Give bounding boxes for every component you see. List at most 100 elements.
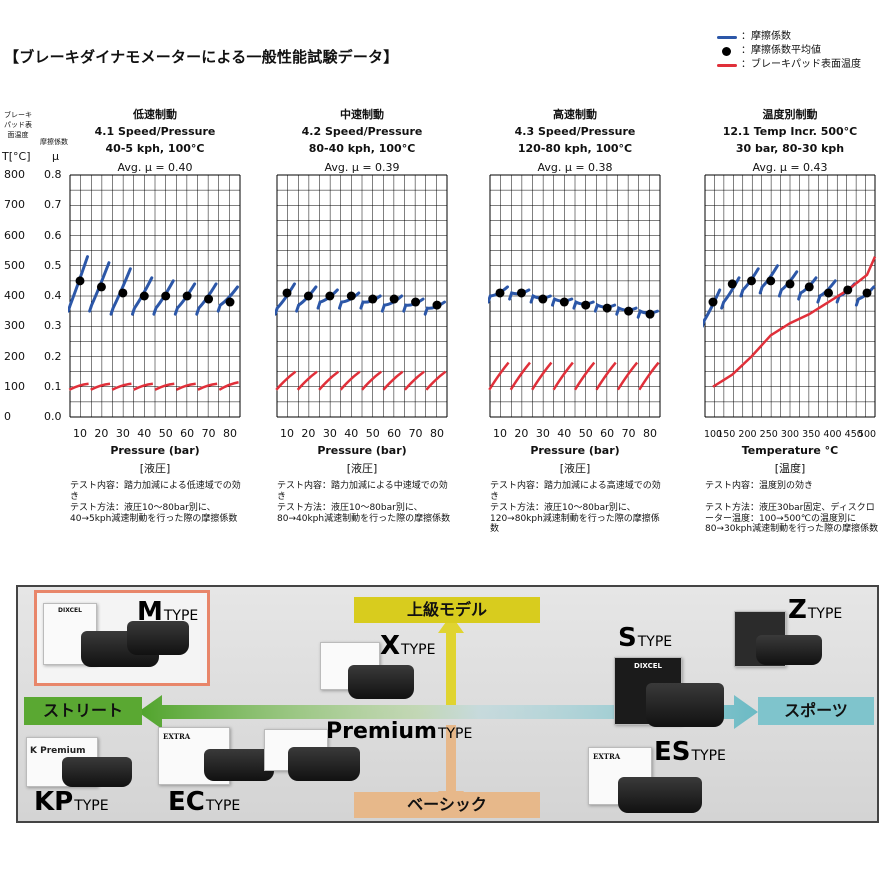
ztype-name[interactable]: ZTYPE [788, 595, 842, 625]
legend-label-mu: ：摩擦係数 [741, 31, 791, 42]
chart-subtitle-2: 120-80 kph, 100°C [517, 142, 633, 155]
temp-tick-label: 0 [4, 410, 11, 423]
temperature-segment [616, 361, 639, 391]
avg-mu-dot [182, 291, 192, 301]
avg-mu-dot [432, 300, 442, 310]
mtype-box: DIXCEL [43, 603, 97, 665]
legend-line-blue [717, 35, 737, 39]
chart-note-content: テスト内容：踏力加減による低速域での効き [70, 481, 241, 502]
premium-pad [288, 747, 360, 781]
avg-mu-dot [282, 288, 292, 298]
temp-axis-unit: T[°C] [2, 150, 31, 163]
xtype-name[interactable]: XTYPE [380, 631, 435, 661]
temperature-line [712, 256, 877, 388]
avg-mu-dot [161, 291, 171, 301]
premium-small: TYPE [437, 726, 473, 742]
page-title: 【ブレーキダイナモメーターによる一般性能試験データ】 [4, 48, 399, 66]
estype-big: ES [654, 737, 691, 767]
xtype-small: TYPE [401, 642, 436, 658]
mtype-box-logo: DIXCEL [58, 607, 82, 614]
avg-mu-dot [559, 297, 569, 307]
mu-tick-label: 0.2 [44, 349, 62, 363]
x-tick-label: 450 [845, 429, 863, 440]
chart-note-content: テスト内容：踏力加減による高速域での効き [490, 481, 661, 502]
chart-avg-label: Avg. μ = 0.40 [117, 161, 193, 174]
kptype-name[interactable]: KPTYPE [34, 787, 109, 817]
avg-mu-dot [538, 294, 548, 304]
temp-tick-label: 600 [4, 228, 25, 242]
xtype-big: X [380, 631, 401, 661]
estype-name[interactable]: ESTYPE [654, 737, 726, 767]
chart-subtitle: 4.1 Speed/Pressure [94, 125, 216, 138]
avg-mu-dot [495, 288, 505, 298]
x-tick-label: 500 [858, 429, 876, 440]
chart-subtitle: 12.1 Temp Incr. 500°C [722, 125, 858, 138]
avg-mu-dot [747, 276, 756, 286]
chart-xunit: [液圧] [559, 462, 591, 475]
ectype-big: EC [168, 787, 205, 817]
chart-note-method: テスト方法：液圧10～80bar別に、40→5kph減速制動を行った際の摩擦係数 [70, 503, 238, 524]
x-tick-label: 20 [514, 427, 528, 440]
avg-mu-dot [766, 276, 776, 286]
avg-mu-dot [118, 288, 128, 298]
temperature-segment [175, 382, 196, 391]
chart-title: 低速制動 [133, 108, 177, 121]
xtype-pad [348, 665, 414, 699]
avg-mu-dot [368, 294, 378, 304]
mu-tick-label: 0.3 [44, 319, 62, 333]
premiumtype-name[interactable]: PremiumTYPE [326, 719, 472, 744]
x-tick-label: 40 [557, 427, 571, 440]
mtype-card[interactable]: DIXCEL MTYPE [34, 590, 210, 686]
x-tick-label: 20 [94, 427, 108, 440]
down-arrow [438, 725, 464, 809]
x-tick-label: 50 [366, 427, 380, 440]
mu-tick-label: 0.1 [44, 379, 62, 393]
temperature-segment [361, 370, 383, 391]
avg-mu-dot [303, 291, 313, 301]
temperature-segment [488, 361, 510, 391]
temp-tick-label: 200 [4, 349, 25, 363]
legend-item-temp: ：ブレーキパッド表面温度 [717, 58, 861, 72]
avg-mu-dot [804, 282, 814, 292]
chart-title: 温度別制動 [762, 108, 818, 121]
legend-dot-black [722, 46, 731, 56]
mtype-big: M [137, 597, 163, 627]
mu-axis-header: 摩擦係数 [40, 138, 68, 146]
right-label: スポーツ [758, 697, 874, 725]
estype-pad [618, 777, 702, 813]
stype-box-logo: DIXCEL [634, 662, 662, 670]
kptype-box-logo: K Premium [30, 746, 86, 756]
chart-subtitle-2: 30 bar, 80-30 kph [735, 142, 845, 155]
avg-mu-dot [75, 276, 85, 286]
temperature-segment [531, 361, 553, 391]
mtype-name: MTYPE [137, 597, 198, 627]
temp-tick-label: 800 [4, 168, 25, 181]
legend-line-red [717, 63, 737, 67]
legend-label-temp: ：ブレーキパッド表面温度 [741, 59, 861, 70]
mu-tick-label: 0.8 [44, 168, 62, 181]
temperature-segment [509, 361, 531, 391]
x-tick-label: 300 [781, 429, 799, 440]
kptype-small: TYPE [74, 798, 109, 814]
horizontal-arrow [138, 695, 758, 729]
avg-mu-dot [389, 294, 399, 304]
chart-note-content: テスト内容：温度別の効き [705, 481, 814, 491]
x-tick-label: 30 [536, 427, 550, 440]
stype-name[interactable]: STYPE [618, 623, 672, 653]
mu-tick-label: 0.7 [44, 198, 62, 212]
x-tick-label: 40 [137, 427, 151, 440]
x-tick-label: 80 [223, 427, 237, 440]
street-sports-arrow [138, 695, 758, 729]
ectype-name[interactable]: ECTYPE [168, 787, 240, 817]
temperature-segment [573, 361, 596, 391]
stype-pad [646, 683, 724, 727]
x-tick-label: 60 [600, 427, 614, 440]
chart-note-method: テスト方法：液圧30bar固定、ディスクローター温度：100→500℃の温度別に… [705, 503, 879, 534]
x-tick-label: 80 [430, 427, 444, 440]
temp-axis-header: ブレーキパッド表面温度 [4, 111, 32, 139]
temperature-segment [403, 370, 425, 391]
temperature-segment [197, 382, 218, 391]
product-lineup-banner: 上級モデル ベーシック ストリート スポーツ DIXCEL MTYPE XTYP… [16, 585, 879, 823]
chart-xlabel: Temperature °C [741, 444, 839, 457]
